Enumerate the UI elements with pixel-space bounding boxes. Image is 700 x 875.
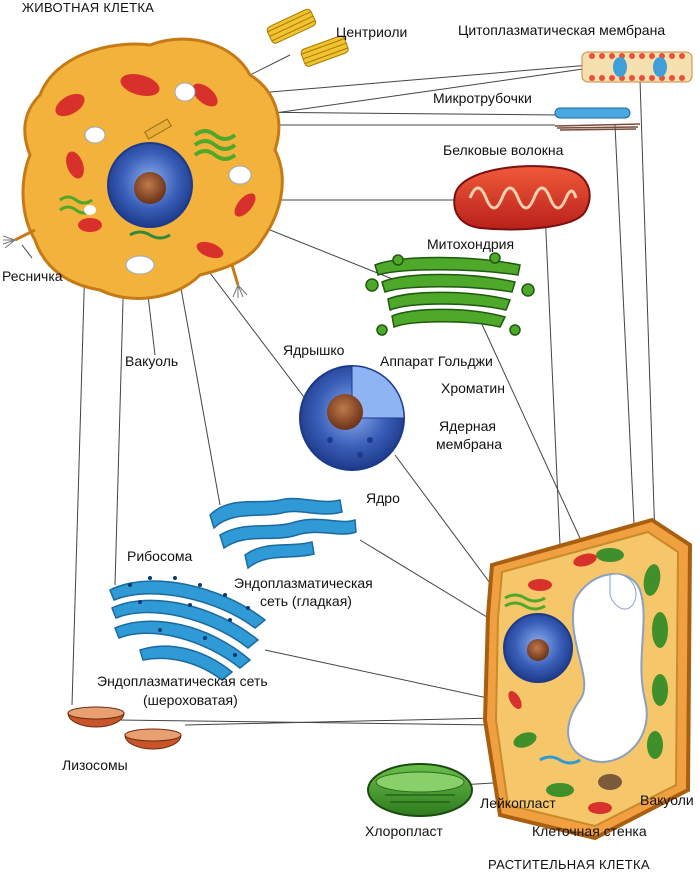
label-rough-er-2: (шероховатая) (143, 692, 238, 708)
golgi-illustration (365, 252, 535, 336)
label-vacuole: Вакуоль (125, 353, 179, 369)
label-microtubules: Микротрубочки (433, 90, 532, 106)
animal-cell (2, 37, 284, 300)
plant-cell-title: РАСТИТЕЛЬНАЯ КЛЕТКА (488, 857, 650, 872)
rough-er-illustration (109, 576, 267, 681)
microtubules-illustration (554, 107, 631, 119)
label-nucleolus: Ядрышко (283, 342, 345, 358)
label-chromatin: Хроматин (441, 380, 505, 396)
label-nuclear-membrane-2: мембрана (436, 436, 502, 452)
label-vacuoles: Вакуоли (640, 792, 694, 808)
nucleus-illustration (299, 365, 405, 471)
label-lysosomes: Лизосомы (62, 757, 128, 773)
label-ribosome: Рибосома (127, 548, 193, 564)
protein-fibers-illustration (554, 123, 641, 131)
animal-cell-title: ЖИВОТНАЯ КЛЕТКА (22, 0, 155, 15)
label-protein-fibers: Белковые волокна (443, 142, 564, 158)
plant-cell (482, 517, 693, 841)
chloroplast-illustration (367, 763, 473, 817)
label-nucleus: Ядро (366, 490, 400, 506)
lysosomes-illustration (67, 706, 182, 750)
centrioles-illustration (266, 8, 349, 67)
plant-vacuole (567, 573, 648, 763)
label-rough-er-1: Эндоплазматическая сеть (97, 673, 268, 689)
mitochondrion-illustration (453, 165, 591, 231)
label-mitochondrion: Митохондрия (427, 236, 515, 252)
membrane-illustration (581, 51, 693, 83)
label-cell-wall: Клеточная стенка (532, 823, 647, 839)
label-cytoplasmic-membrane: Цитоплазматическая мембрана (458, 22, 666, 38)
label-nuclear-membrane-1: Ядерная (439, 418, 496, 434)
label-smooth-er-2: сеть (гладкая) (260, 593, 352, 609)
smooth-er-illustration (209, 497, 357, 570)
label-leucoplast: Лейкопласт (480, 795, 556, 811)
label-centrioles: Центриоли (336, 24, 408, 40)
label-chloroplast: Хлоропласт (365, 823, 443, 839)
label-golgi: Аппарат Гольджи (380, 353, 493, 369)
label-cilium: Ресничка (2, 268, 63, 284)
label-smooth-er-1: Эндоплазматическая (234, 575, 373, 591)
